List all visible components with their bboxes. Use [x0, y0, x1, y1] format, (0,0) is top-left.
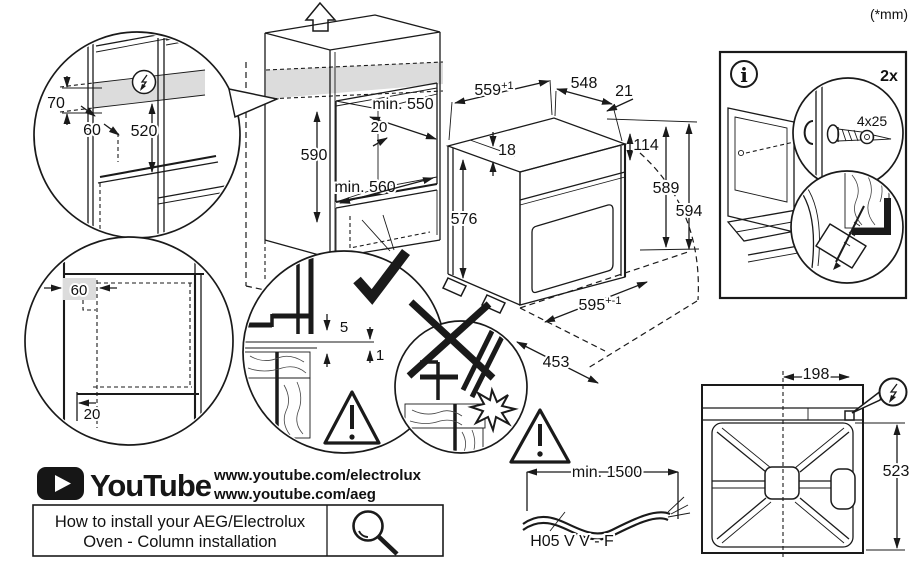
detail-incorrect-install — [394, 299, 528, 454]
youtube-brand: YouTube — [90, 468, 212, 503]
cable-type-label: H05 V V - F — [530, 533, 614, 550]
units-note: (*mm) — [870, 6, 908, 22]
power-cable — [522, 511, 671, 535]
quantity-label: 2x — [880, 68, 898, 85]
oven-foot — [480, 294, 507, 314]
mains-connector — [844, 410, 855, 421]
detail-electrical-zone: 70 60 520 — [33, 31, 280, 239]
detail-top-view-clearance: 60 20 — [24, 236, 234, 446]
arrow-up-icon — [304, 1, 337, 32]
dim-559: 559+1 — [474, 80, 513, 99]
dim-min-560: min. 560 — [334, 179, 395, 196]
youtube-footer: YouTube www.youtube.com/electrolux www.y… — [32, 467, 444, 557]
dim-590: 590 — [301, 147, 328, 164]
caption-line-1: How to install your AEG/Electrolux — [55, 513, 306, 531]
dim-18: 18 — [498, 142, 516, 159]
burst-icon — [467, 386, 519, 434]
electrical-zone-strip — [266, 62, 443, 99]
cabinet-drawing: min. 550 20 590 min. 560 — [245, 1, 444, 303]
dim-20-back: 20 — [371, 119, 388, 136]
oven-foot — [441, 277, 468, 297]
dim-5: 5 — [340, 319, 348, 336]
mounting-bracket-detail — [799, 173, 891, 270]
check-icon — [353, 248, 410, 305]
cable-spec: min. 1500 H05 V V - F — [509, 408, 691, 552]
dim-min-1500: min. 1500 — [572, 464, 642, 481]
oven-door-window — [531, 204, 614, 294]
dim-453: 453 — [543, 354, 570, 371]
youtube-url-electrolux: www.youtube.com/electrolux — [213, 467, 422, 484]
dim-595: 595+-1 — [579, 295, 622, 314]
dim-523: 523 — [883, 463, 910, 480]
dim-1: 1 — [376, 347, 384, 364]
dim-548: 548 — [571, 75, 598, 92]
dim-21: 21 — [615, 83, 633, 100]
info-icon — [730, 60, 758, 88]
youtube-url-aeg: www.youtube.com/aeg — [213, 486, 376, 503]
oven-drawing: 559+1 548 21 18 114 576 589 594 595+-1 4… — [441, 73, 704, 384]
dim-589: 589 — [653, 180, 680, 197]
callout-tail — [228, 88, 280, 119]
dim-60-side: 60 — [71, 282, 88, 299]
dim-594: 594 — [676, 203, 703, 220]
screw-info-box: i 2x 4x25 — [718, 50, 908, 300]
cross-icon — [406, 301, 492, 379]
magnifier-icon — [352, 510, 399, 556]
oven-back-view: 198 523 — [701, 364, 911, 558]
info-symbol: i — [740, 63, 748, 87]
dim-520: 520 — [131, 123, 158, 140]
dim-114: 114 — [633, 137, 659, 154]
dim-576: 576 — [451, 211, 478, 228]
dim-70: 70 — [47, 95, 65, 112]
screw-icon — [803, 80, 892, 186]
dim-198: 198 — [803, 366, 830, 383]
dim-60-depth: 60 — [83, 122, 101, 139]
dim-20-front: 20 — [84, 406, 101, 423]
dim-60-highlight — [63, 278, 96, 300]
dim-min-550: min. 550 — [372, 96, 433, 113]
caption-line-2: Oven - Column installation — [83, 533, 277, 551]
detail-gap-correct: 5 1 — [242, 248, 446, 454]
screw-size-label: 4x25 — [857, 113, 888, 129]
